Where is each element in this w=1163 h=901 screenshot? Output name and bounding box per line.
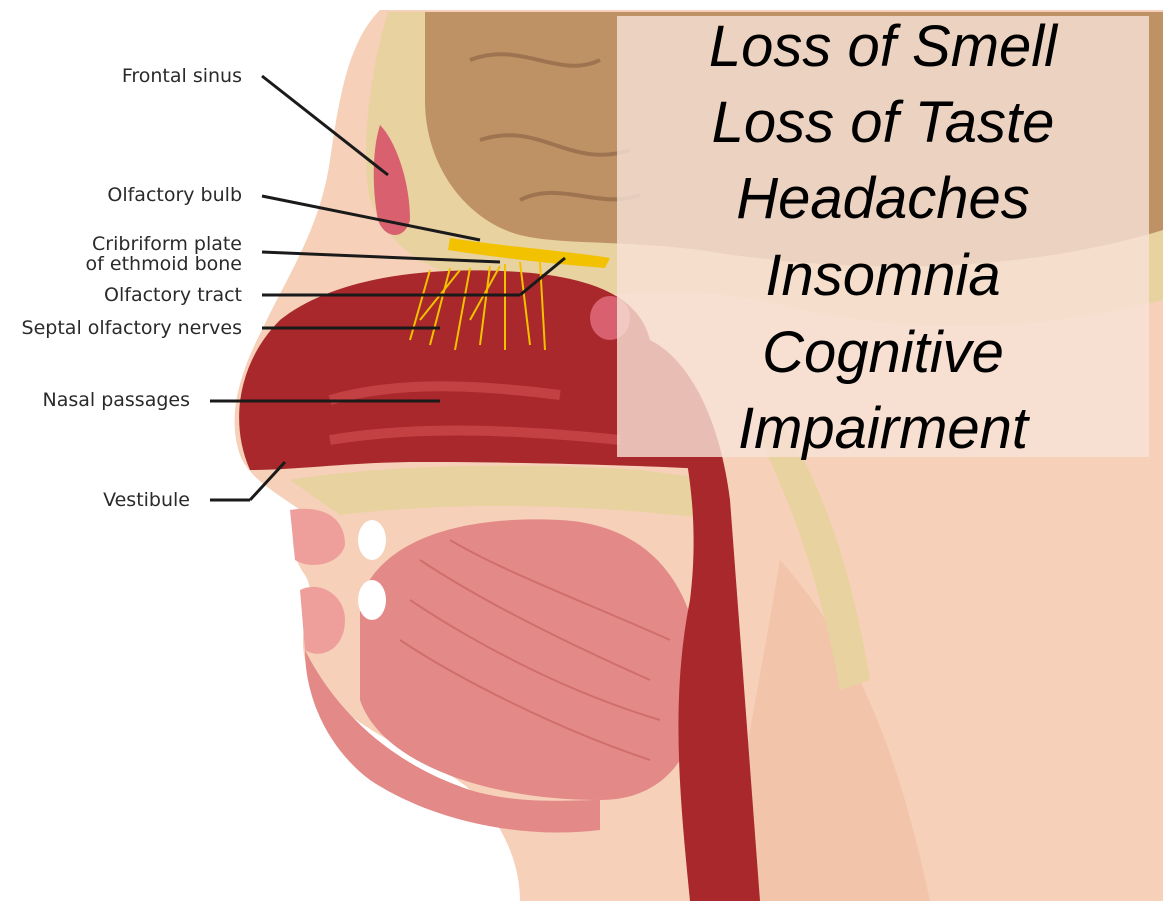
symptom-impairment: Impairment (617, 396, 1149, 462)
label-nasal-passages: Nasal passages (42, 390, 190, 410)
symptom-insomnia: Insomnia (617, 243, 1149, 309)
label-septal-olfactory-nerves: Septal olfactory nerves (22, 318, 242, 338)
label-olfactory-tract: Olfactory tract (104, 285, 242, 305)
symptom-headaches: Headaches (617, 166, 1149, 232)
label-olfactory-bulb: Olfactory bulb (107, 185, 242, 205)
tongue (360, 519, 700, 800)
symptom-panel (617, 16, 1149, 457)
label-cribriform-plate: Cribriform plate (92, 234, 242, 254)
label-ethmoid-bone: of ethmoid bone (86, 254, 242, 274)
lower-tooth (358, 580, 386, 620)
upper-tooth (358, 520, 386, 560)
symptom-loss-of-taste: Loss of Taste (617, 90, 1149, 156)
label-frontal-sinus: Frontal sinus (122, 66, 242, 86)
symptom-loss-of-smell: Loss of Smell (617, 14, 1149, 80)
symptom-cognitive: Cognitive (617, 320, 1149, 386)
label-vestibule: Vestibule (103, 490, 190, 510)
